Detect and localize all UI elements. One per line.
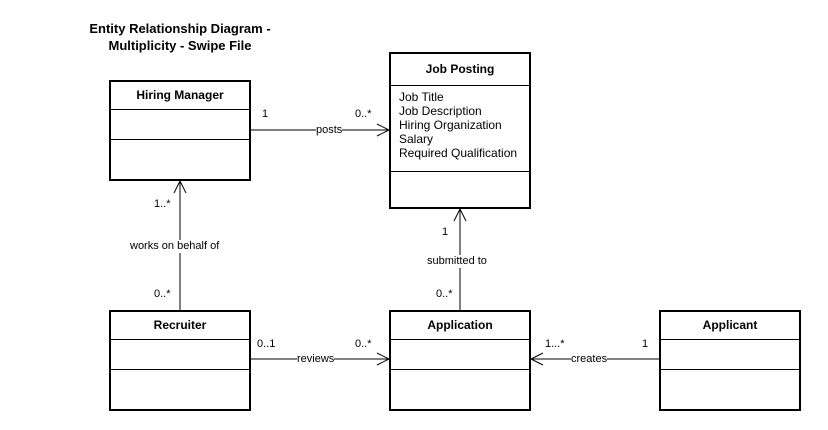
entity-applicant-name: Applicant: [661, 312, 799, 340]
multiplicity-creates-application: 1...*: [545, 338, 565, 350]
relationship-label-works-on-behalf-of: works on behalf of: [130, 240, 220, 253]
attribute-required-qualification: Required Qualification: [399, 146, 518, 160]
relationship-label-submitted-to: submitted to: [427, 255, 487, 268]
creates-arrowhead: [529, 352, 544, 366]
attribute-hiring-organization: Hiring Organization: [399, 118, 502, 132]
entity-hiring-manager-attributes: [111, 110, 249, 140]
entity-recruiter[interactable]: Recruiter: [109, 310, 251, 411]
entity-job-posting[interactable]: Job Posting Job Title Job Description Hi…: [389, 52, 531, 209]
attribute-job-description: Job Description: [399, 104, 482, 118]
multiplicity-posts-job-posting: 0..*: [355, 108, 372, 120]
diagram-title-line-1: Entity Relationship Diagram -: [89, 21, 271, 36]
multiplicity-reviews-application: 0..*: [355, 338, 372, 350]
entity-job-posting-attributes: Job Title Job Description Hiring Organiz…: [391, 86, 529, 172]
entity-recruiter-attributes: [111, 340, 249, 370]
relationship-label-posts: posts: [316, 124, 343, 137]
entity-applicant-operations: [661, 370, 799, 409]
multiplicity-posts-hiring-manager: 1: [262, 108, 269, 120]
multiplicity-works-on-behalf-of-hiring-manager: 1..*: [154, 198, 171, 210]
multiplicity-submitted-to-job-posting: 1: [442, 226, 449, 238]
entity-job-posting-operations: [391, 172, 529, 207]
entity-recruiter-operations: [111, 370, 249, 409]
attribute-salary: Salary: [399, 132, 434, 146]
entity-application-name: Application: [391, 312, 529, 340]
entity-application[interactable]: Application: [389, 310, 531, 411]
entity-hiring-manager[interactable]: Hiring Manager: [109, 80, 251, 181]
multiplicity-reviews-recruiter: 0..1: [257, 338, 276, 350]
relationship-label-creates: creates: [571, 353, 608, 366]
multiplicity-creates-applicant: 1: [642, 338, 649, 350]
entity-hiring-manager-operations: [111, 140, 249, 179]
entity-application-attributes: [391, 340, 529, 370]
entity-recruiter-name: Recruiter: [111, 312, 249, 340]
entity-hiring-manager-name: Hiring Manager: [111, 82, 249, 110]
works-on-behalf-of-arrowhead: [173, 179, 187, 194]
relationship-label-reviews: reviews: [297, 353, 335, 366]
entity-applicant-attributes: [661, 340, 799, 370]
multiplicity-works-on-behalf-of-recruiter: 0..*: [154, 288, 171, 300]
diagram-title-line-2: Multiplicity - Swipe File: [108, 38, 252, 53]
diagram-title: Entity Relationship Diagram - Multiplici…: [62, 20, 298, 54]
attribute-job-title: Job Title: [399, 90, 444, 104]
multiplicity-submitted-to-application: 0..*: [436, 288, 453, 300]
entity-job-posting-name: Job Posting: [391, 54, 529, 86]
submitted-to-arrowhead: [453, 207, 467, 222]
entity-application-operations: [391, 370, 529, 409]
entity-applicant[interactable]: Applicant: [659, 310, 801, 411]
